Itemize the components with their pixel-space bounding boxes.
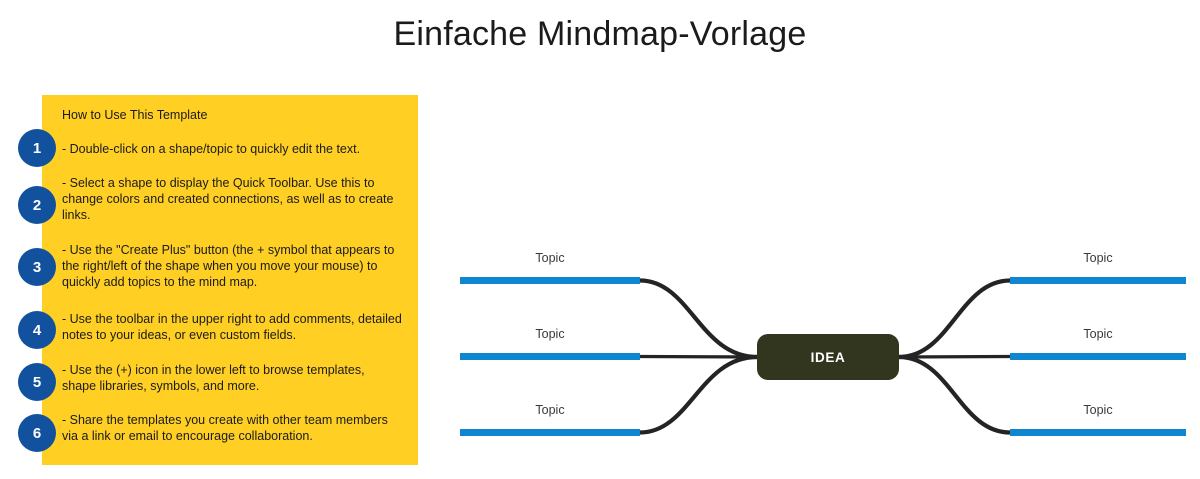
connector-right-middle bbox=[897, 354, 1012, 359]
topic-label-right-middle: Topic bbox=[1010, 326, 1186, 342]
topic-label-text: Topic bbox=[1083, 403, 1113, 417]
howto-heading: How to Use This Template bbox=[62, 108, 208, 122]
howto-item-5: - Use the (+) icon in the lower left to … bbox=[62, 362, 402, 394]
howto-badge-1: 1 bbox=[18, 129, 56, 167]
topic-bar-right-bottom[interactable] bbox=[1010, 429, 1186, 436]
connector-right-top bbox=[896, 278, 1013, 360]
howto-badge-4: 4 bbox=[18, 311, 56, 349]
howto-badge-number: 3 bbox=[32, 258, 42, 276]
howto-item-text: - Use the (+) icon in the lower left to … bbox=[62, 363, 365, 393]
topic-label-text: Topic bbox=[1083, 251, 1113, 265]
howto-item-6: - Share the templates you create with ot… bbox=[62, 412, 402, 444]
howto-badge-3: 3 bbox=[18, 248, 56, 286]
topic-label-left-top: Topic bbox=[460, 250, 640, 266]
topic-label-text: Topic bbox=[535, 403, 565, 417]
topic-label-left-bottom: Topic bbox=[460, 402, 640, 418]
howto-badge-number: 6 bbox=[32, 424, 42, 442]
howto-badge-number: 1 bbox=[32, 139, 42, 157]
howto-badge-number: 5 bbox=[32, 373, 42, 391]
howto-item-2: - Select a shape to display the Quick To… bbox=[62, 175, 402, 223]
howto-panel bbox=[42, 95, 418, 465]
howto-badge-2: 2 bbox=[18, 186, 56, 224]
topic-label-text: Topic bbox=[535, 251, 565, 265]
howto-badge-number: 2 bbox=[32, 196, 42, 214]
howto-item-text: - Select a shape to display the Quick To… bbox=[62, 176, 394, 222]
connector-left-top bbox=[637, 278, 760, 360]
howto-item-text: - Use the toolbar in the upper right to … bbox=[62, 312, 402, 342]
connector-left-bottom bbox=[637, 354, 760, 435]
howto-item-3: - Use the "Create Plus" button (the + sy… bbox=[62, 242, 402, 290]
topic-bar-left-bottom[interactable] bbox=[460, 429, 640, 436]
topic-label-left-middle: Topic bbox=[460, 326, 640, 342]
howto-item-1: - Double-click on a shape/topic to quick… bbox=[62, 141, 402, 157]
howto-badge-6: 6 bbox=[18, 414, 56, 452]
howto-item-4: - Use the toolbar in the upper right to … bbox=[62, 311, 402, 343]
center-idea-node[interactable]: IDEA bbox=[757, 334, 899, 380]
howto-item-text: - Share the templates you create with ot… bbox=[62, 413, 388, 443]
topic-label-text: Topic bbox=[1083, 327, 1113, 341]
howto-item-text: - Double-click on a shape/topic to quick… bbox=[62, 142, 361, 156]
howto-badge-5: 5 bbox=[18, 363, 56, 401]
topic-bar-left-top[interactable] bbox=[460, 277, 640, 284]
topic-bar-right-top[interactable] bbox=[1010, 277, 1186, 284]
connector-left-middle bbox=[638, 354, 759, 359]
howto-item-text: - Use the "Create Plus" button (the + sy… bbox=[62, 243, 395, 289]
connector-right-bottom bbox=[896, 354, 1013, 435]
topic-label-right-bottom: Topic bbox=[1010, 402, 1186, 418]
topic-label-right-top: Topic bbox=[1010, 250, 1186, 266]
topic-label-text: Topic bbox=[535, 327, 565, 341]
center-idea-label: IDEA bbox=[810, 349, 846, 365]
topic-bar-right-middle[interactable] bbox=[1010, 353, 1186, 360]
howto-badge-number: 4 bbox=[32, 321, 42, 339]
page-title: Einfache Mindmap-Vorlage bbox=[393, 15, 807, 53]
topic-bar-left-middle[interactable] bbox=[460, 353, 640, 360]
